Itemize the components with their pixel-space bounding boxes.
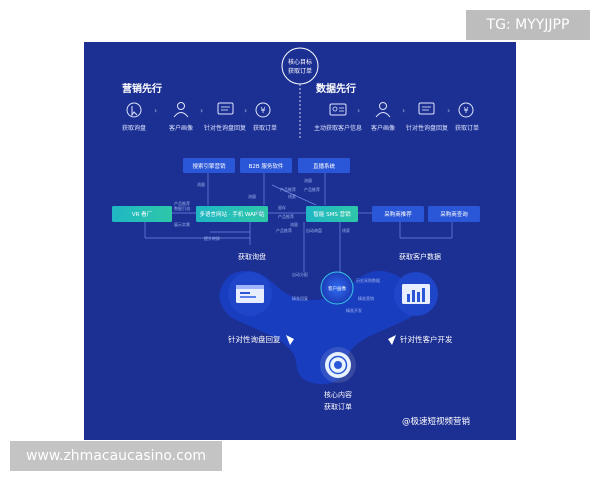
multilingual-site-box xyxy=(196,206,268,222)
edge-labels: 流量 流量 产品推荐 流量 产品推荐 线索 产品推荐 数据引流 展示实景 留存 … xyxy=(174,177,350,241)
left-step-label: 获取询盘 xyxy=(122,124,146,132)
edge-label: 产品推荐 xyxy=(278,213,294,219)
watermark-bottom: www.zhmacaucasino.com xyxy=(10,441,222,471)
connector-lines xyxy=(144,173,453,272)
svg-text:›: › xyxy=(447,106,450,115)
id-card-icon xyxy=(329,103,347,116)
chat-window-icon xyxy=(418,102,435,115)
edge-label: 产品推荐 xyxy=(304,186,320,192)
edge-label: 数据引流 xyxy=(174,205,190,211)
arrow-down-left-icon xyxy=(388,335,396,345)
caption-get-inquiry: 获取询盘 xyxy=(238,252,266,261)
data-first-title: 数据先行 xyxy=(316,82,356,95)
vr-factory-box xyxy=(112,206,172,222)
top-flow-box xyxy=(240,158,292,173)
svg-text:›: › xyxy=(244,106,247,115)
step-arrows-right: › › › xyxy=(357,106,450,115)
left-step-label: 获取订单 xyxy=(253,124,277,132)
svg-text:›: › xyxy=(357,106,360,115)
svg-text:›: › xyxy=(154,106,157,115)
hub-edge-label: 精准回复 xyxy=(292,295,308,301)
flow-row-label: VR 看厂 xyxy=(132,210,153,218)
right-step-label: 针对性询盘回复 xyxy=(406,124,448,132)
hub-edge-label: 精准开发 xyxy=(346,307,362,313)
edge-label: 产品推荐 xyxy=(276,227,292,233)
flow-row-label: 采购商查询 xyxy=(440,210,468,218)
edge-label: 展示实景 xyxy=(174,221,190,227)
flow-row-label: 多语言网站 · 手机 WAP 站 xyxy=(200,210,265,218)
cursor-click-icon xyxy=(126,102,142,118)
callout-customer-dev: 针对性客户开发 xyxy=(400,334,453,344)
edge-label: 产品推荐 xyxy=(174,200,190,206)
top-flow-box-label: B2B 服务软件 xyxy=(249,162,284,170)
step-arrows-left: › › › xyxy=(154,106,247,115)
top-flow-box-label: 直播系统 xyxy=(313,162,336,170)
edge-label: 线索 xyxy=(288,193,296,199)
flow-row-label: 采购商推荐 xyxy=(384,210,412,218)
right-step-label: 主动获取客户信息 xyxy=(314,124,362,132)
flow-row-label: 智能 SMS 营销 xyxy=(313,210,351,218)
yen-coin-icon: ¥ xyxy=(255,102,271,118)
customer-profile-hub xyxy=(320,271,354,305)
left-step-label: 针对性询盘回复 xyxy=(204,124,246,132)
top-flow-box-label: 搜索引擎营销 xyxy=(192,162,226,170)
user-icon xyxy=(173,102,189,118)
edge-label: 自动询盘 xyxy=(306,227,322,233)
hub-edge-label: 自动分配 xyxy=(292,271,308,277)
edge-label: 流量 xyxy=(304,177,312,183)
edge-label: 流量 xyxy=(197,181,205,187)
marketing-first-title: 营销先行 xyxy=(122,82,162,95)
signature-text: @极速短视频营销 xyxy=(402,416,471,427)
core-content-line2: 获取订单 xyxy=(324,402,352,411)
right-step-label: 获取订单 xyxy=(455,124,479,132)
hub-label: 客户画像 xyxy=(328,285,346,292)
caption-get-customer-data: 获取客户数据 xyxy=(399,252,441,261)
edge-label: 线索 xyxy=(342,227,350,233)
top-flow-box xyxy=(298,158,350,173)
callout-inquiry-reply: 针对性询盘回复 xyxy=(228,334,281,344)
hub-labels: 自动分配 精准回复 历史采购数据 精准营销 精准开发 xyxy=(292,271,380,313)
watermark-top: TG: MYYJJPP xyxy=(466,10,590,40)
buyer-search-box xyxy=(428,206,480,222)
right-step-label: 客户画像 xyxy=(371,124,395,132)
hub-edge-label: 精准营销 xyxy=(358,295,374,301)
goal-badge xyxy=(281,47,319,85)
left-step-label: 客户画像 xyxy=(169,124,193,132)
arrow-down-right-icon xyxy=(286,335,294,345)
edge-label: 留言 xyxy=(256,209,264,215)
edge-label: 流量 xyxy=(290,221,298,227)
chat-window-icon xyxy=(217,102,234,115)
edge-label: 提升转换 xyxy=(204,235,220,241)
sms-marketing-box xyxy=(306,206,358,222)
buyer-recommend-box xyxy=(372,206,424,222)
dashboard-window-icon xyxy=(236,285,264,303)
hub-edge-label: 历史采购数据 xyxy=(356,277,380,283)
goal-badge-line1: 核心目标 xyxy=(288,58,312,66)
svg-text:›: › xyxy=(200,106,203,115)
svg-text:¥: ¥ xyxy=(463,106,468,115)
svg-text:¥: ¥ xyxy=(260,106,265,115)
yen-coin-icon: ¥ xyxy=(458,102,474,118)
svg-text:›: › xyxy=(402,106,405,115)
edge-label: 留存 xyxy=(278,204,286,210)
edge-label: 流量 xyxy=(248,193,256,199)
edge-label: 产品推荐 xyxy=(280,186,296,192)
top-flow-box xyxy=(183,158,235,173)
core-content-line1: 核心内容 xyxy=(324,390,352,399)
goal-badge-line2: 获取订单 xyxy=(288,67,312,75)
user-icon xyxy=(375,102,391,118)
bar-chart-icon xyxy=(402,284,430,304)
